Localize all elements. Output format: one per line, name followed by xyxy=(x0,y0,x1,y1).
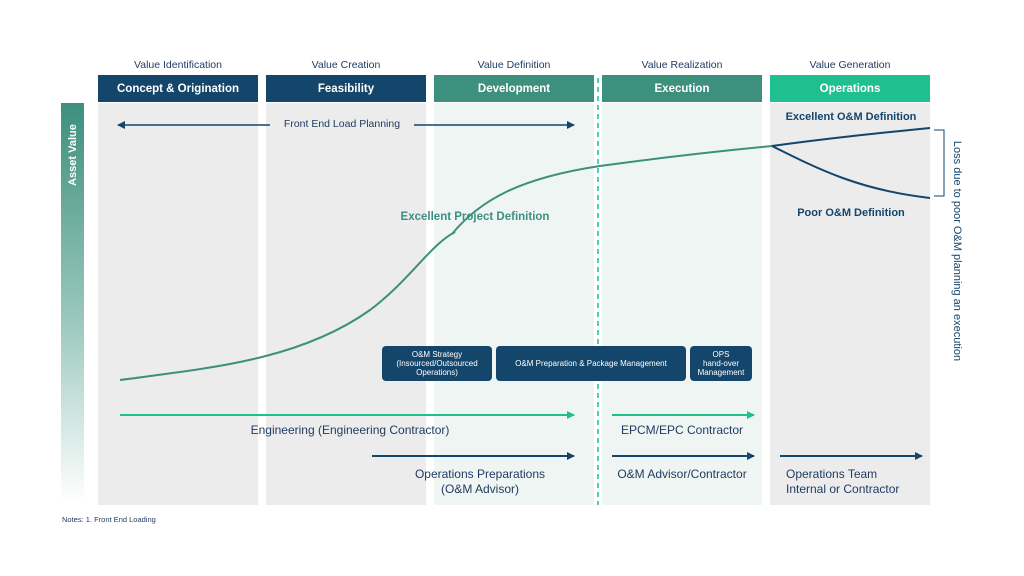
phase-header-development: Development xyxy=(434,75,594,102)
om-prep-text: O&M Preparation & Package Management xyxy=(515,358,667,368)
project-definition-label: Excellent Project Definition xyxy=(400,211,550,223)
stage-label: Value Definition xyxy=(477,59,551,71)
excellent-om-curve xyxy=(771,127,931,147)
column-operations-bg xyxy=(770,103,930,505)
engineering-label: Engineering (Engineering Contractor) xyxy=(250,423,450,437)
ops-handover-box: OPS hand-over Management xyxy=(690,346,752,381)
column-concept-bg xyxy=(98,103,258,505)
om-strategy-text: O&M Strategy (Insourced/Outsourced Opera… xyxy=(396,349,478,378)
poor-om-curve xyxy=(771,145,931,199)
poor-om-label: Poor O&M Definition xyxy=(797,207,905,219)
ops-handover-text: OPS hand-over Management xyxy=(697,349,745,378)
stage-label: Value Realization xyxy=(641,59,723,71)
asset-value-axis xyxy=(61,103,84,503)
phase-header-feasibility: Feasibility xyxy=(266,75,426,102)
column-development-bg xyxy=(434,103,594,505)
om-prep-box: O&M Preparation & Package Management xyxy=(496,346,686,381)
ops-prep-label: Operations Preparations (O&M Advisor) xyxy=(414,467,546,496)
column-execution-bg xyxy=(602,103,762,505)
loss-bracket xyxy=(934,129,945,197)
project-definition-curve xyxy=(119,145,773,381)
column-feasibility-bg xyxy=(266,103,426,505)
fel-label: Front End Load Planning xyxy=(283,118,401,130)
epcm-label: EPCM/EPC Contractor xyxy=(620,423,744,437)
om-advisor-label: O&M Advisor/Contractor xyxy=(617,467,747,481)
stage-label: Value Generation xyxy=(809,59,891,71)
stage-label: Value Identification xyxy=(134,59,222,71)
om-strategy-box: O&M Strategy (Insourced/Outsourced Opera… xyxy=(382,346,492,381)
ops-team-label: Operations Team Internal or Contractor xyxy=(786,467,900,496)
loss-label: Loss due to poor O&M planning an executi… xyxy=(951,140,963,362)
phase-header-execution: Execution xyxy=(602,75,762,102)
phase-header-operations: Operations xyxy=(770,75,930,102)
phase-header-concept: Concept & Origination xyxy=(98,75,258,102)
stage-label: Value Creation xyxy=(311,59,381,71)
excellent-om-label: Excellent O&M Definition xyxy=(785,111,917,123)
footnote: Notes: 1. Front End Loading xyxy=(62,515,156,524)
